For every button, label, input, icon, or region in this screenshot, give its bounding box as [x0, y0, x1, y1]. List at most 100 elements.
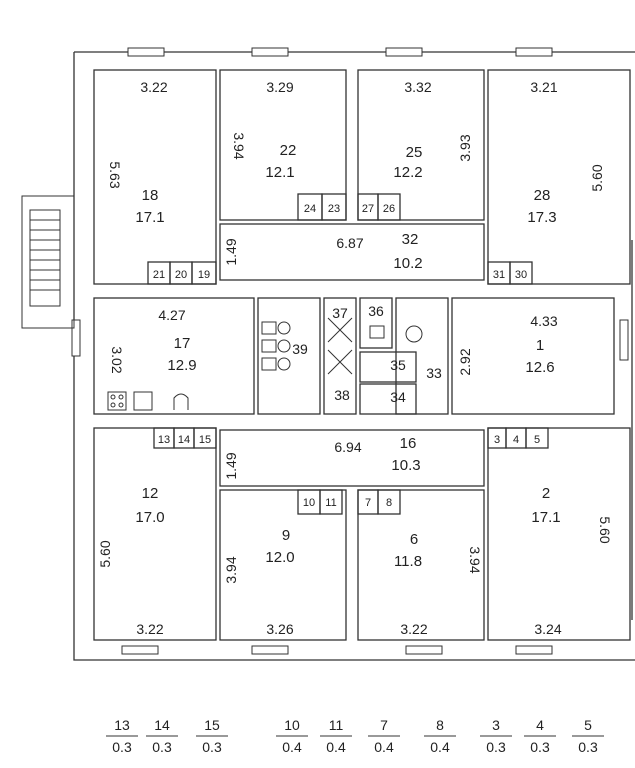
- corridor-16-number: 16: [400, 435, 417, 452]
- room-28-outline: [487, 69, 631, 285]
- legend-number: 7: [380, 717, 388, 733]
- room-34-label: 34: [390, 389, 406, 405]
- room-9-area: 12.0: [265, 549, 294, 566]
- corridor-32-number: 32: [402, 231, 419, 248]
- cabinet-20-label: 20: [175, 269, 187, 281]
- cabinet-26: [377, 193, 401, 221]
- window: [121, 645, 159, 655]
- corridor-16-outline: [219, 429, 485, 487]
- cabinet-31-label: 31: [493, 269, 505, 281]
- legend-area: 0.3: [112, 739, 132, 755]
- room-12-side-dim: 5.60: [97, 540, 113, 567]
- legend-number: 14: [154, 717, 170, 733]
- legend-number: 11: [329, 717, 344, 733]
- room-2-area: 17.1: [531, 509, 560, 526]
- room-25-outline: [357, 69, 485, 221]
- corridor-32-outline: [219, 223, 485, 281]
- room-9-bottom-dim: 3.26: [266, 621, 293, 637]
- room-17-number: 17: [174, 335, 191, 352]
- window: [405, 645, 443, 655]
- cabinet-5-label: 5: [534, 434, 540, 446]
- entrance-stairs: [21, 195, 75, 329]
- legend-number: 8: [436, 717, 444, 733]
- room-25-number: 25: [406, 144, 423, 161]
- legend-area: 0.3: [152, 739, 172, 755]
- legend-number: 13: [114, 717, 130, 733]
- cabinet-8: [377, 489, 401, 515]
- legend-area: 0.4: [326, 739, 346, 755]
- cabinet-14-label: 14: [178, 434, 190, 446]
- room-33-label: 33: [426, 365, 442, 381]
- room-6-side-dim: 3.94: [467, 546, 483, 573]
- corridor-16-side-dim: 1.49: [223, 452, 239, 479]
- stair-mark: [327, 317, 353, 375]
- window: [71, 319, 81, 357]
- room-25-area: 12.2: [393, 164, 422, 181]
- room-28-area: 17.3: [527, 209, 556, 226]
- stair-37-outline: [323, 297, 357, 415]
- room-28-top-dim: 3.21: [530, 79, 557, 95]
- room-18-number: 18: [142, 187, 159, 204]
- room-12-bottom-dim: 3.22: [136, 621, 163, 637]
- cabinet-26-label: 26: [383, 203, 395, 215]
- legend-area: 0.3: [578, 739, 598, 755]
- cabinet-11-label: 11: [325, 497, 336, 509]
- room-1-outline: [451, 297, 615, 415]
- room-2-number: 2: [542, 485, 550, 502]
- room-9-number: 9: [282, 527, 290, 544]
- room-2-side-dim: 5.60: [597, 516, 613, 543]
- room-6-area: 11.8: [394, 553, 422, 570]
- room-1-number: 1: [536, 337, 544, 354]
- room-39-outline: [257, 297, 321, 415]
- room-34-outline: [359, 383, 417, 415]
- room-17-top-dim: 4.27: [158, 307, 185, 323]
- room-28-number: 28: [534, 187, 551, 204]
- room-18-top-dim: 3.22: [140, 79, 167, 95]
- room-38-label: 38: [334, 387, 350, 403]
- toilet-icons: [261, 321, 423, 371]
- window: [515, 645, 553, 655]
- legend-number: 4: [536, 717, 544, 733]
- room-12-number: 12: [142, 485, 159, 502]
- legend-number: 15: [204, 717, 220, 733]
- room-25-side-dim: 3.93: [457, 134, 473, 161]
- room-33-outline: [395, 297, 449, 415]
- room-6-bottom-dim: 3.22: [400, 621, 427, 637]
- room-22-area: 12.1: [265, 164, 294, 181]
- cabinet-7-label: 7: [365, 497, 371, 509]
- room-25-top-dim: 3.32: [404, 79, 431, 95]
- stove-icon: [107, 391, 189, 411]
- corridor-32-top-dim: 6.87: [336, 235, 363, 251]
- legend-area: 0.3: [486, 739, 506, 755]
- cabinet-5: [525, 427, 549, 449]
- window: [515, 47, 553, 57]
- legend-area: 0.4: [430, 739, 450, 755]
- room-1-area: 12.6: [525, 359, 554, 376]
- room-22-number: 22: [280, 142, 297, 159]
- cabinet-4-label: 4: [513, 434, 519, 446]
- cabinet-8-label: 8: [386, 497, 392, 509]
- window: [385, 47, 423, 57]
- room-9-outline: [219, 489, 347, 641]
- room-1-side-dim: 2.92: [457, 348, 473, 375]
- cabinet-11: [319, 489, 343, 515]
- cabinet-23-label: 23: [328, 203, 340, 215]
- room-18-area: 17.1: [135, 209, 164, 226]
- room-6-outline: [357, 489, 485, 641]
- room-22-outline: [219, 69, 347, 221]
- legend-number: 3: [492, 717, 500, 733]
- legend-area: 0.4: [282, 739, 302, 755]
- window: [619, 319, 629, 361]
- window: [251, 645, 289, 655]
- room-1-top-dim: 4.33: [530, 313, 557, 329]
- legend-area: 0.3: [202, 739, 222, 755]
- room-2-outline: [487, 427, 631, 641]
- legend-number: 10: [284, 717, 300, 733]
- cabinet-23: [321, 193, 347, 221]
- cabinet-21-label: 21: [153, 269, 165, 281]
- cabinet-15: [193, 427, 217, 449]
- room-12-outline: [93, 427, 217, 641]
- legend-number: 5: [584, 717, 592, 733]
- room-35-label: 35: [390, 357, 406, 373]
